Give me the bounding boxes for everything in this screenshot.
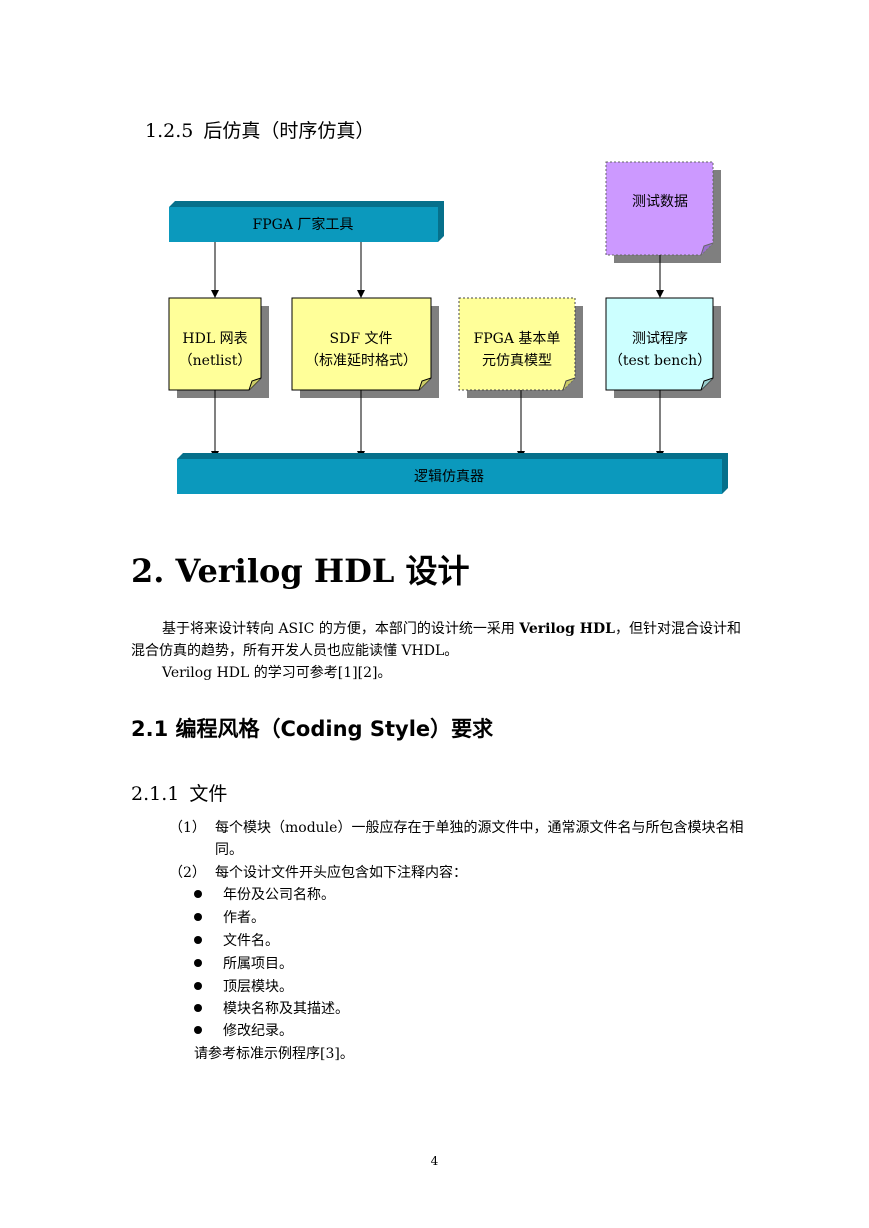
bullet-text: 年份及公司名称。 — [223, 887, 335, 903]
bullet-text: 修改纪录。 — [223, 1023, 293, 1039]
test-data-note: 测试数据 — [605, 161, 721, 263]
item-label: （2） — [169, 865, 206, 881]
text-run: ，但针对混合设计和混合仿真的趋势，所有开发人员也应能读懂 VHDL。 — [131, 621, 742, 659]
section-1-2-5-heading: 1.2.5 后仿真（时序仿真） — [145, 116, 374, 143]
box-line2: （标准延时格式） — [305, 353, 417, 369]
bullet-dot-icon — [194, 1026, 202, 1034]
post-simulation-flow-diagram: FPGA 厂家工具 测试数据 HDL 网表 （netlist） SDF 文件 （… — [168, 161, 728, 494]
bullet-item: 所属项目。 — [194, 953, 293, 975]
note-box-hdl-netlist: HDL 网表 （netlist） — [168, 297, 269, 398]
box-line1: FPGA 基本单 — [474, 330, 561, 347]
section-number: 1.2.5 — [145, 120, 194, 142]
section-number: 2.1.1 — [131, 783, 180, 805]
flow-arrows — [211, 242, 664, 459]
bullet-text: 模块名称及其描述。 — [223, 1001, 349, 1017]
note-box-test-bench: 测试程序 （test bench） — [605, 297, 721, 398]
list-item: （2） 每个设计文件开头应包含如下注释内容： — [169, 862, 749, 884]
bullet-dot-icon — [194, 890, 202, 898]
box-line1: SDF 文件 — [330, 331, 393, 347]
bullet-dot-icon — [194, 913, 202, 921]
logic-simulator-label: 逻辑仿真器 — [414, 469, 484, 485]
bullet-item: 作者。 — [194, 907, 265, 929]
box-line2: 元仿真模型 — [482, 353, 552, 369]
bullet-dot-icon — [194, 1004, 202, 1012]
box-line1: 测试程序 — [632, 331, 688, 347]
page-number: 4 — [430, 1154, 439, 1168]
box-line1: HDL 网表 — [182, 331, 247, 347]
bullet-dot-icon — [194, 936, 202, 944]
bullet-dot-icon — [194, 959, 202, 967]
intro-paragraph: 基于将来设计转向 ASIC 的方便，本部门的设计统一采用 Verilog HDL… — [131, 618, 741, 662]
reference-note: 请参考标准示例程序[3]。 — [194, 1046, 354, 1062]
bullet-item: 顶层模块。 — [194, 976, 293, 998]
note-box-fpga-cell-model: FPGA 基本单 元仿真模型 — [458, 297, 583, 398]
bullet-dot-icon — [194, 982, 202, 990]
bullet-text: 顶层模块。 — [223, 979, 293, 995]
reference-paragraph: Verilog HDL 的学习可参考[1][2]。 — [162, 665, 392, 681]
section-title: 后仿真（时序仿真） — [203, 120, 375, 142]
bullet-text: 作者。 — [223, 910, 265, 926]
note-box-sdf-file: SDF 文件 （标准延时格式） — [291, 297, 439, 398]
test-data-label: 测试数据 — [632, 194, 688, 210]
item-label: （1） — [169, 820, 206, 836]
section-title: 文件 — [189, 783, 228, 805]
chapter-2-heading: 2. Verilog HDL 设计 — [131, 552, 470, 590]
item-text: 每个设计文件开头应包含如下注释内容： — [215, 865, 467, 881]
bullet-item: 文件名。 — [194, 930, 279, 952]
list-item: （1） 每个模块（module）一般应存在于单独的源文件中，通常源文件名与所包含… — [169, 817, 749, 861]
bullet-item: 年份及公司名称。 — [194, 884, 335, 906]
fpga-tools-label: FPGA 厂家工具 — [253, 216, 354, 233]
item-text: 每个模块（module）一般应存在于单独的源文件中，通常源文件名与所包含模块名相… — [215, 820, 744, 858]
box-line2: （test bench） — [609, 353, 711, 369]
bullet-text: 所属项目。 — [223, 956, 293, 972]
text-run: 基于将来设计转向 ASIC 的方便，本部门的设计统一采用 — [162, 621, 520, 637]
logic-simulator-bar: 逻辑仿真器 — [177, 453, 728, 494]
bold-text-run: Verilog HDL — [519, 621, 616, 637]
section-2-1-1-heading: 2.1.1 文件 — [131, 779, 227, 806]
bullet-item: 修改纪录。 — [194, 1020, 293, 1042]
bullet-item: 模块名称及其描述。 — [194, 998, 349, 1020]
fpga-tools-bar: FPGA 厂家工具 — [169, 201, 444, 242]
section-2-1-heading: 2.1 编程风格（Coding Style）要求 — [131, 717, 494, 741]
bullet-text: 文件名。 — [223, 933, 279, 949]
box-line2: （netlist） — [179, 353, 252, 369]
